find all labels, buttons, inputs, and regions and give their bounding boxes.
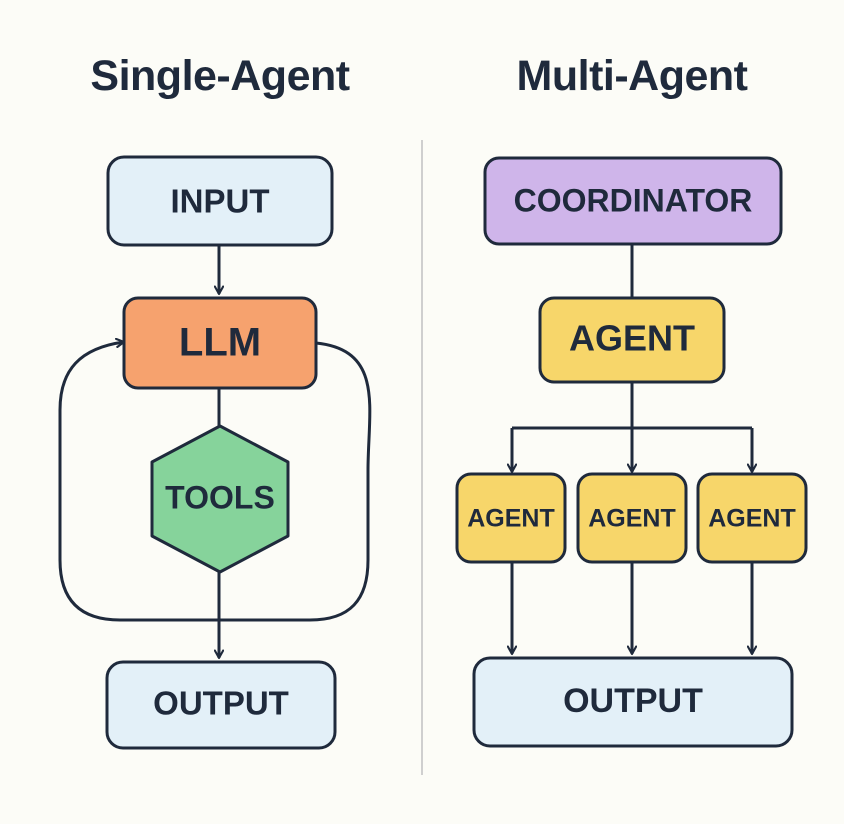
- feedback-loop: [58, 342, 372, 622]
- output-label-single: OUTPUT: [153, 685, 289, 722]
- multi-agent-title: Multi-Agent: [516, 52, 748, 100]
- output-node-multi: [472, 656, 794, 748]
- tools-node: [150, 424, 290, 574]
- output-node-single: [105, 660, 337, 750]
- sub-agent-node-1: [455, 472, 567, 564]
- sub-agent-label-2: AGENT: [588, 505, 676, 533]
- sub-agent-node-3: [696, 472, 808, 564]
- single-agent-title: Single-Agent: [90, 52, 350, 100]
- llm-label: LLM: [179, 321, 261, 365]
- agent-node: [538, 296, 726, 384]
- input-label: INPUT: [171, 183, 270, 220]
- sub-agent-node-2: [576, 472, 688, 564]
- coordinator-node: [483, 156, 783, 246]
- sub-agent-label-3: AGENT: [708, 505, 796, 533]
- tools-label: TOOLS: [165, 479, 275, 515]
- llm-node: [122, 296, 318, 390]
- agent-label: AGENT: [569, 318, 695, 359]
- output-label-multi: OUTPUT: [563, 682, 703, 720]
- coordinator-label: COORDINATOR: [514, 182, 753, 218]
- input-node: [106, 155, 334, 247]
- sub-agent-label-1: AGENT: [467, 505, 555, 533]
